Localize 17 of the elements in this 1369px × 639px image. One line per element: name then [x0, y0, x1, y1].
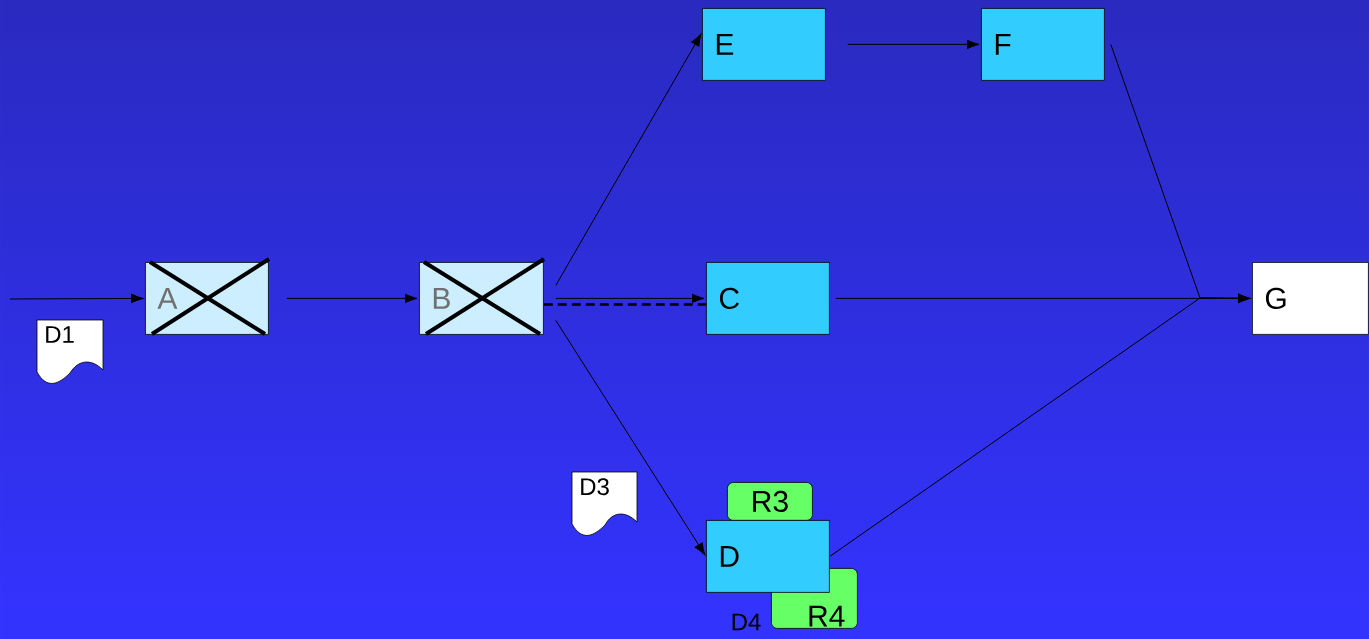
arrow — [9, 293, 144, 304]
arrow — [286, 293, 418, 304]
dashed-line — [543, 303, 706, 306]
arrow — [555, 293, 705, 304]
arrow — [555, 33, 702, 286]
crossed-out-box: A — [145, 257, 271, 336]
text-label: D4 — [732, 613, 761, 631]
process-box: E — [702, 8, 826, 81]
process-box: C — [706, 262, 830, 335]
resource-box: R3 — [727, 482, 813, 521]
arrow — [847, 39, 980, 50]
arrow — [555, 319, 706, 556]
process-box: D — [706, 520, 830, 593]
process-box: G — [1252, 262, 1369, 335]
crossed-out-box: B — [419, 257, 546, 336]
process-box: F — [981, 8, 1105, 81]
arrow — [829, 293, 1251, 557]
